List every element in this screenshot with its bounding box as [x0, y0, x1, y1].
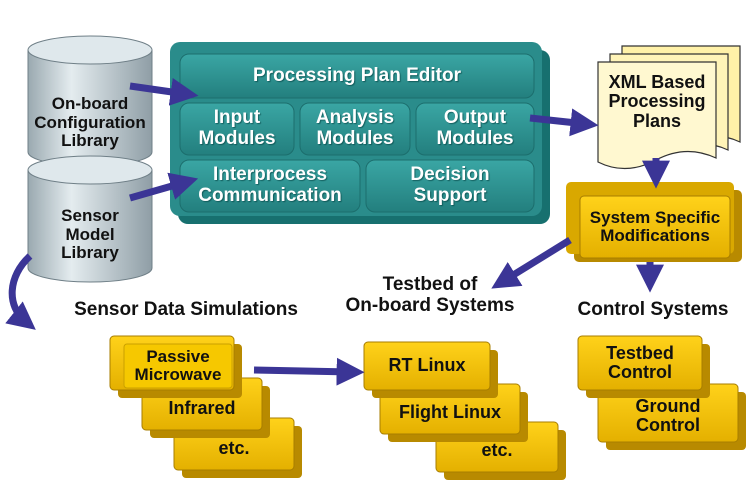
- testbed-box-etc: etc.: [481, 440, 513, 461]
- arrow-sensor-data-to-testbed: [253, 357, 365, 386]
- sensor-box-etc: etc.: [218, 438, 250, 459]
- testbed-boxes-graphics: [363, 341, 566, 480]
- processing-plan-editor-block: [170, 42, 550, 224]
- sensor-model-library-cylinder: [27, 155, 153, 283]
- output-modules-label: Output Modules: [436, 107, 514, 149]
- sensor-box-infrared: Infrared: [168, 398, 236, 419]
- sensor-model-library-label: Sensor Model Library: [61, 206, 119, 263]
- xml-plans-document-stack: [597, 45, 741, 170]
- testbed-heading: Testbed of On-board Systems: [345, 274, 515, 316]
- arrow-library-to-editor: [129, 77, 199, 106]
- onboard-config-library-cylinder: [27, 35, 153, 167]
- arrow-modifications-to-testbed: [491, 237, 572, 289]
- sensor-box-passive-microwave: Passive Microwave: [134, 346, 222, 384]
- sensor-boxes-graphics: [109, 335, 302, 478]
- control-box-ground-control: Ground Control: [635, 395, 701, 435]
- interprocess-communication-label: Interprocess Communication: [198, 164, 342, 206]
- arrow-sensor-library-to-simulations: [5, 253, 36, 330]
- system-specific-modifications-label: System Specific Modifications: [589, 207, 721, 245]
- arrow-editor-to-xml: [529, 108, 599, 137]
- control-systems-heading: Control Systems: [577, 298, 729, 320]
- control-boxes-graphics: [577, 335, 746, 450]
- xml-plans-label: XML Based Processing Plans: [608, 71, 706, 131]
- arrow-sensor-library-to-ipc: [129, 172, 199, 202]
- testbed-box-flight-linux: Flight Linux: [399, 402, 501, 423]
- flow-arrows: [5, 77, 670, 386]
- decision-support-label: Decision Support: [410, 164, 490, 206]
- testbed-box-rt-linux: RT Linux: [388, 355, 466, 376]
- input-modules-label: Input Modules: [198, 107, 276, 149]
- onboard-config-library-label: On-board Configuration Library: [34, 94, 146, 151]
- sensor-data-simulations-heading: Sensor Data Simulations: [74, 298, 298, 320]
- processing-plan-editor-title: Processing Plan Editor: [253, 64, 461, 86]
- control-box-testbed-control: Testbed Control: [606, 342, 674, 382]
- system-specific-modifications-block: [566, 182, 742, 262]
- analysis-modules-label: Analysis Modules: [315, 107, 395, 149]
